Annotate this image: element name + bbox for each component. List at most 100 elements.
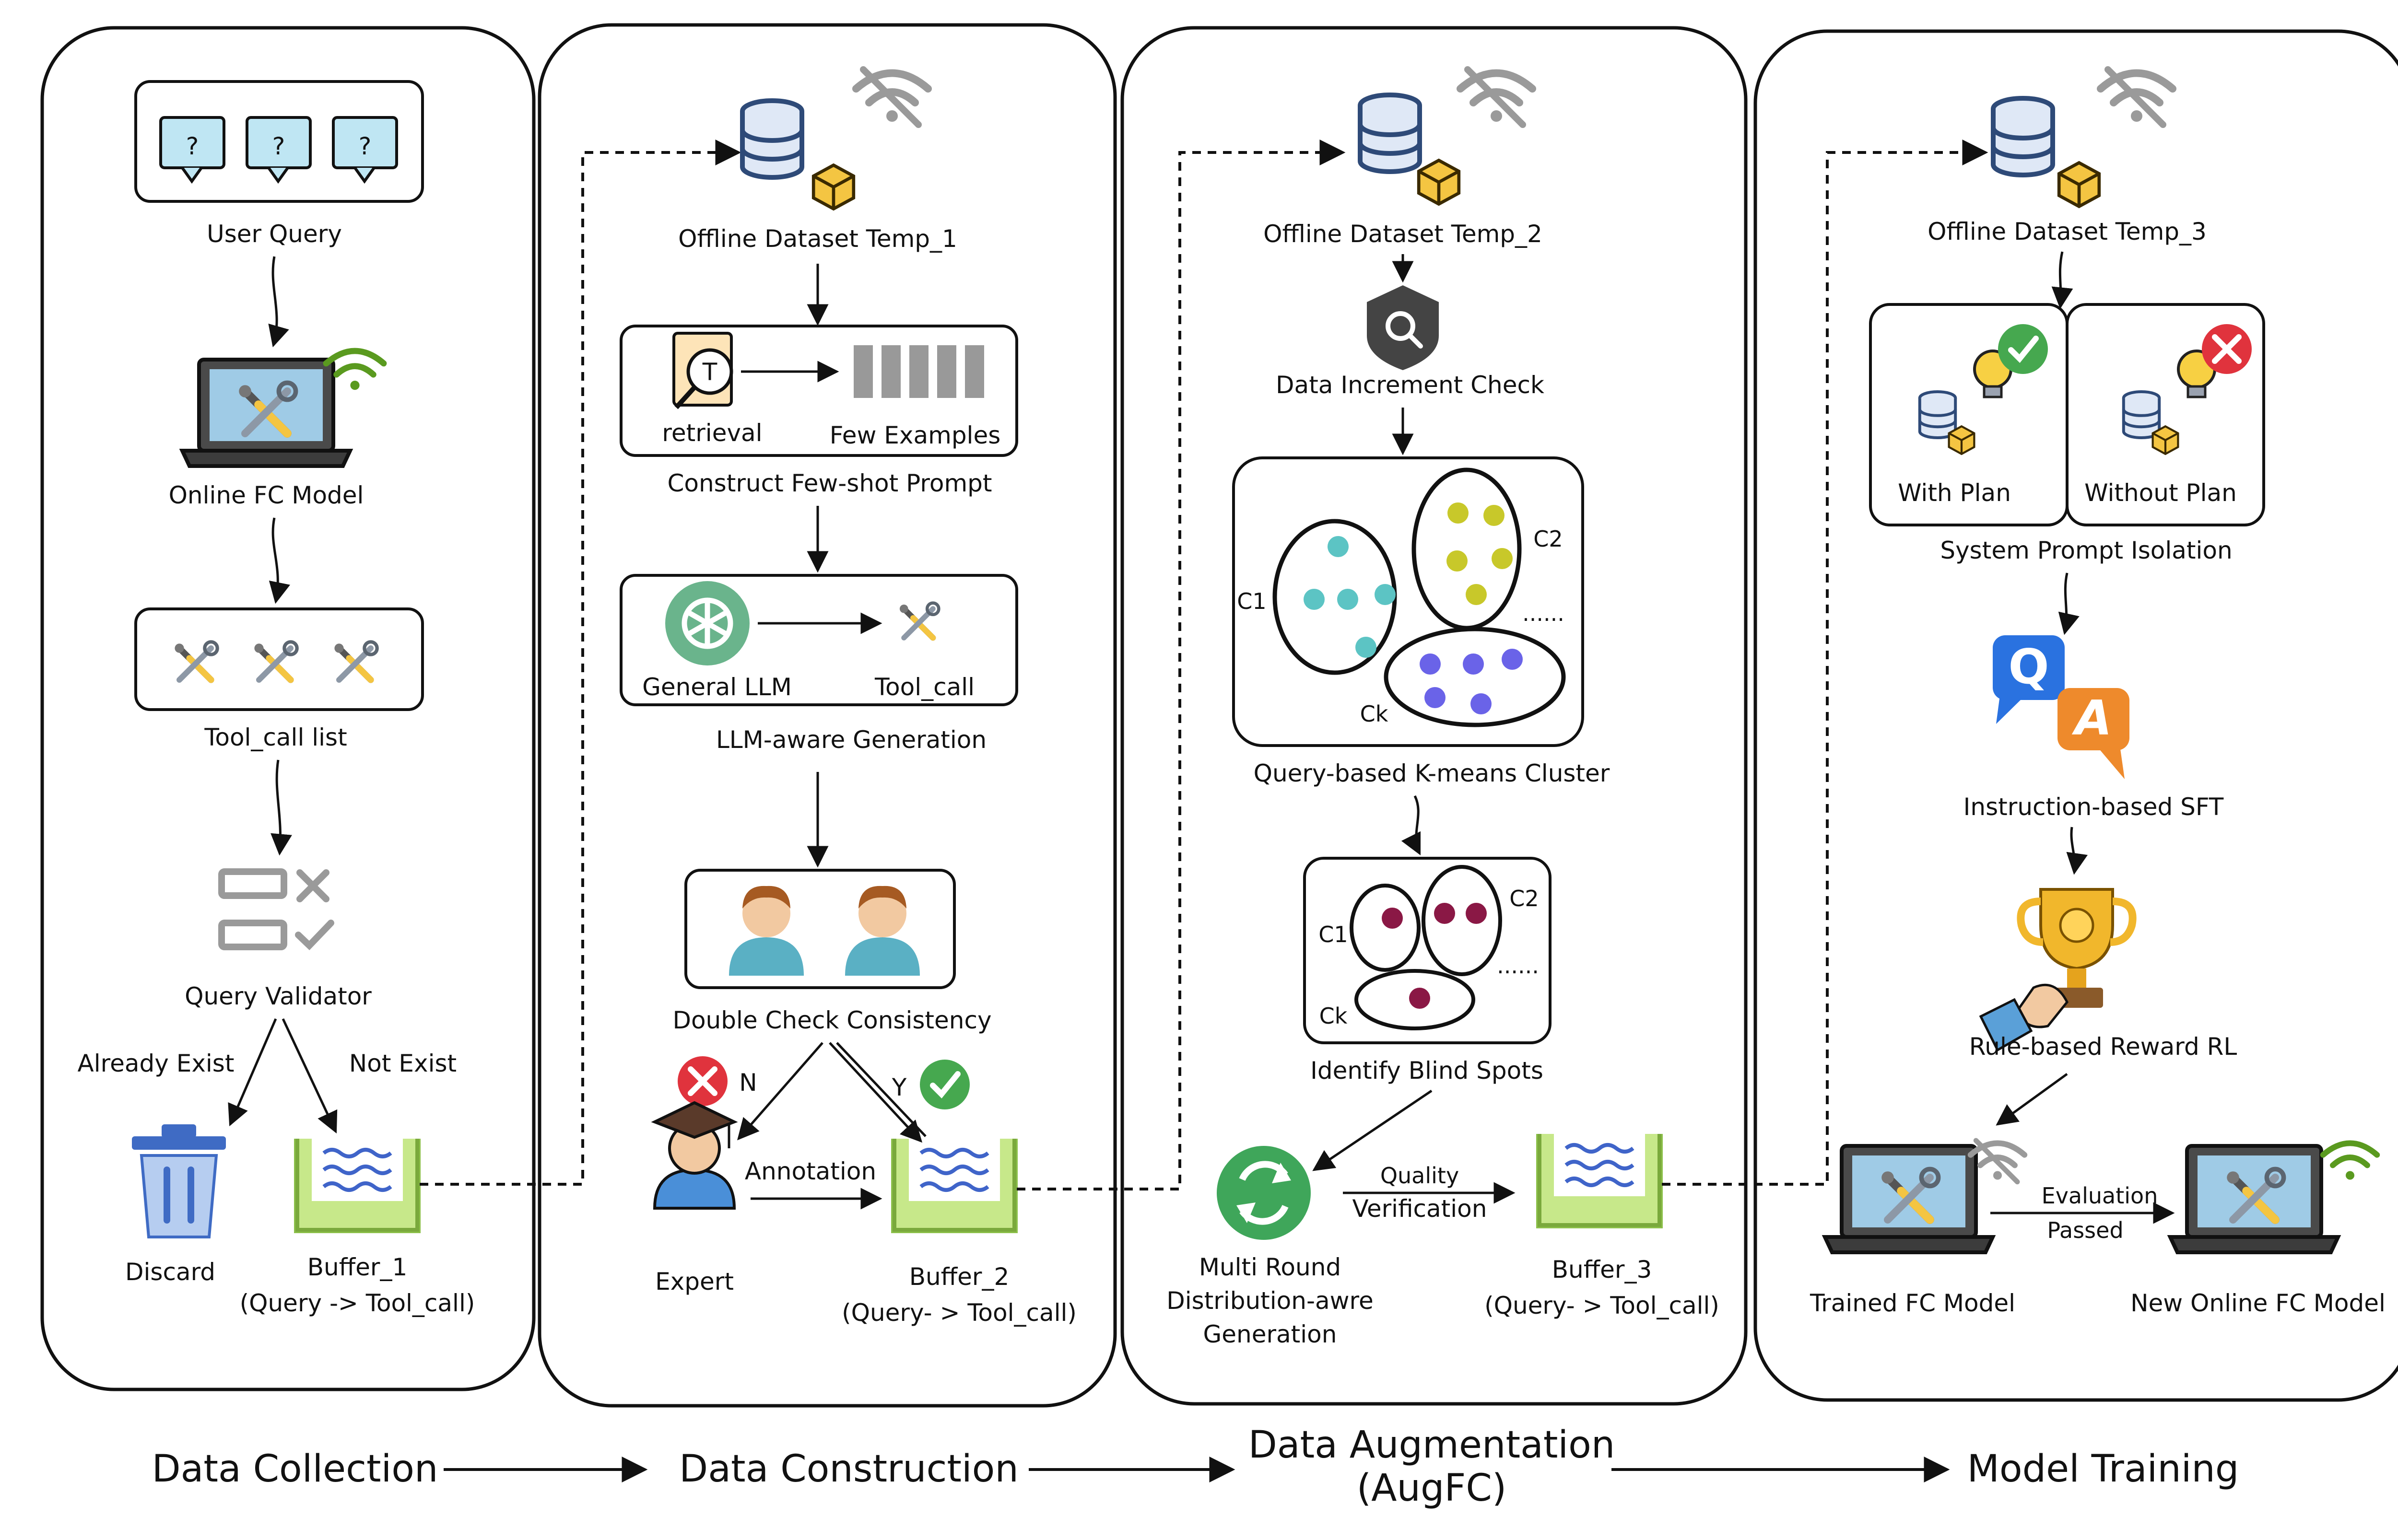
stage-data-augmentation: Data Augmentation (1248, 1423, 1615, 1467)
database-icon (1360, 95, 1420, 172)
accept-icon (920, 1060, 970, 1109)
cluster-c1-small (1350, 884, 1421, 972)
tools-icon (254, 642, 297, 680)
stage-data-collection: Data Collection (152, 1447, 438, 1491)
panel-data-construction (538, 23, 1117, 1408)
wifi-on-icon (2323, 1143, 2377, 1179)
not-exist-label: Not Exist (349, 1050, 457, 1077)
stage-data-construction: Data Construction (679, 1447, 1019, 1491)
stage-augfc: (AugFC) (1357, 1467, 1507, 1510)
buffer-2-subtitle: (Query- > Tool_call) (842, 1299, 1077, 1327)
qa-icon: Q A (1993, 635, 2129, 779)
new-model-label: New Online FC Model (2130, 1289, 2386, 1317)
question-bubble-icon: ? (159, 116, 225, 184)
buffer-3-subtitle: (Query- > Tool_call) (1484, 1292, 1719, 1319)
cluster-points-purple (1420, 649, 1523, 714)
tools-icon (175, 642, 217, 680)
online-model-label: Online FC Model (169, 481, 364, 509)
validator-icon (218, 868, 334, 950)
person-icon (729, 886, 804, 976)
tool-list-box (134, 607, 424, 711)
cluster-points-teal (1304, 536, 1396, 658)
dataset-3-label: Offline Dataset Temp_3 (1928, 218, 2207, 245)
rl-label: Rule-based Reward RL (1969, 1033, 2237, 1061)
buffer-3-icon (1540, 1134, 1659, 1225)
yes-label: Y (892, 1073, 907, 1101)
more-clusters-dots: ...... (1522, 600, 1564, 626)
tool-call-label: Tool_call (874, 673, 975, 701)
trained-laptop-icon (1825, 1146, 1993, 1252)
expert-icon (651, 1101, 738, 1210)
few-shot-box (620, 325, 1018, 457)
svg-text:A: A (2071, 690, 2112, 746)
no-label: N (739, 1069, 757, 1097)
trash-icon (132, 1124, 226, 1238)
ck-small-label: Ck (1319, 1003, 1348, 1029)
question-bubble-icon: ? (246, 116, 312, 184)
c1-label: C1 (1237, 588, 1266, 614)
expert-pair-box (684, 869, 956, 989)
buffer-1-icon (297, 1139, 417, 1230)
svg-text:Q: Q (2008, 639, 2049, 695)
cluster-ck-small (1354, 969, 1475, 1030)
already-exist-label: Already Exist (78, 1050, 235, 1077)
check-badge-icon (1998, 324, 2048, 374)
tool-list-label: Tool_call list (204, 723, 347, 751)
more-clusters-dots-small: ...... (1497, 953, 1539, 979)
database-icon (742, 101, 802, 177)
wifi-off-icon (1460, 70, 1532, 125)
dataset-1-label: Offline Dataset Temp_1 (678, 225, 957, 253)
c1-small-label: C1 (1318, 922, 1348, 947)
cube-icon (813, 165, 854, 209)
c2-label: C2 (1533, 526, 1563, 552)
user-query-box (134, 80, 424, 203)
quality-label: Quality (1380, 1163, 1459, 1189)
svg-text:?: ? (186, 132, 199, 160)
prompt-isolation-label: System Prompt Isolation (1940, 537, 2232, 564)
retrieval-icon: T (672, 332, 733, 409)
cube-icon (2153, 426, 2178, 454)
multi-round-line1: Multi Round (1199, 1253, 1341, 1281)
svg-text:T: T (702, 358, 717, 386)
tools-icon (900, 603, 939, 638)
sft-label: Instruction-based SFT (1963, 793, 2224, 821)
panel-data-collection (40, 26, 536, 1391)
llm-aware-label: LLM-aware Generation (716, 726, 987, 754)
blind-spots-box (1303, 857, 1552, 1044)
cube-icon (2059, 163, 2099, 206)
annotation-label: Annotation (745, 1157, 876, 1185)
cluster-points-olive (1446, 502, 1513, 605)
increment-check-label: Data Increment Check (1276, 371, 1544, 399)
cluster-c2-small (1422, 865, 1502, 976)
evaluation-label: Evaluation (2042, 1183, 2158, 1209)
cube-icon (1949, 426, 1975, 454)
few-examples-icon (854, 345, 984, 398)
reject-icon (678, 1056, 728, 1106)
buffer-1-subtitle: (Query -> Tool_call) (240, 1289, 475, 1317)
panel-model-training (1753, 29, 2398, 1402)
gpt-icon (665, 581, 750, 665)
new-laptop-icon (2170, 1146, 2338, 1252)
buffer-2-title: Buffer_2 (909, 1263, 1010, 1291)
user-query-label: User Query (207, 220, 342, 248)
trained-model-label: Trained FC Model (1810, 1289, 2015, 1317)
panel-data-augmentation (1120, 26, 1748, 1406)
validator-label: Query Validator (185, 982, 372, 1010)
laptop-icon (182, 360, 350, 466)
buffer-1-title: Buffer_1 (307, 1253, 408, 1281)
double-check-label: Double Check Consistency (672, 1006, 991, 1034)
with-plan-label: With Plan (1898, 479, 2011, 507)
x-badge-icon (2202, 324, 2252, 374)
expert-label: Expert (655, 1268, 734, 1295)
stage-model-training: Model Training (1967, 1447, 2239, 1491)
wifi-off-icon (856, 70, 928, 125)
kmeans-label: Query-based K-means Cluster (1254, 759, 1610, 787)
database-icon (1993, 98, 2053, 175)
passed-label: Passed (2047, 1217, 2123, 1243)
question-bubble-icon: ? (332, 116, 398, 184)
blind-spots-label: Identify Blind Spots (1310, 1057, 1543, 1085)
buffer-2-icon (894, 1139, 1014, 1230)
tools-icon (334, 642, 377, 680)
wifi-off-icon (1971, 1141, 2025, 1182)
